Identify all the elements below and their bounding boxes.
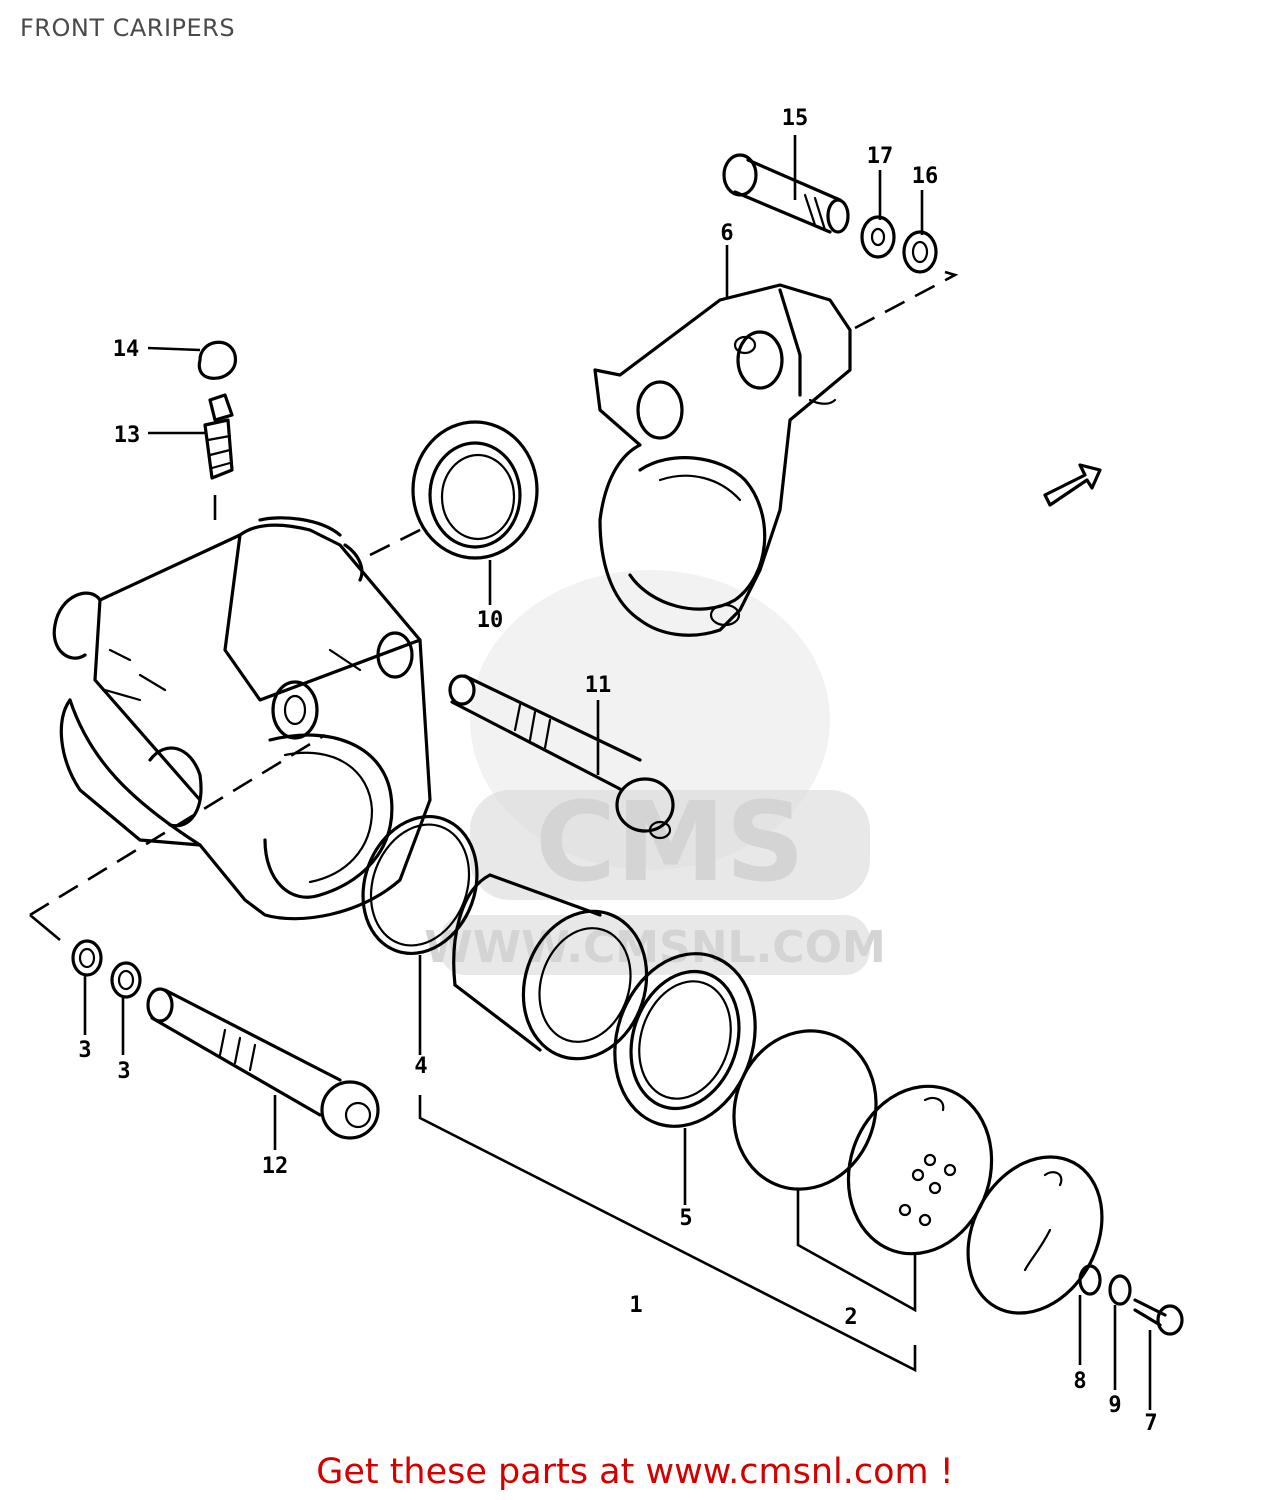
brake-pad	[846, 1084, 994, 1256]
front-direction-arrow-icon	[1043, 463, 1102, 507]
callout-2: 2	[844, 1305, 857, 1330]
callout-3a: 3	[78, 1038, 91, 1063]
slide-pin-11	[448, 674, 675, 840]
screw-7	[1133, 1298, 1184, 1336]
slide-pin-12	[146, 987, 380, 1140]
pad-cover	[966, 1155, 1104, 1315]
watermark-url-text: WWW.CMSNL.COM	[424, 922, 886, 973]
dust-seal-5	[613, 952, 757, 1128]
leader-lines	[83, 135, 1152, 1410]
watermark-logo-text: CMS	[535, 778, 804, 906]
piston	[452, 873, 649, 1061]
callout-7: 7	[1144, 1411, 1157, 1436]
piston-seal-10	[411, 420, 539, 560]
washer-8	[1078, 1264, 1102, 1296]
washer-9	[1108, 1274, 1132, 1306]
callout-4: 4	[414, 1054, 427, 1079]
callout-8: 8	[1073, 1369, 1086, 1394]
callout-16: 16	[912, 164, 939, 189]
bleeder-valve	[197, 340, 237, 480]
parts-shop-link[interactable]: Get these parts at www.cmsnl.com !	[316, 1452, 954, 1492]
caliper-bracket	[593, 283, 852, 637]
callout-13: 13	[114, 423, 141, 448]
washer-3b	[110, 961, 142, 999]
callout-17: 17	[867, 144, 894, 169]
bolt-15-assembly	[722, 153, 938, 274]
callout-10: 10	[477, 608, 504, 633]
callout-12: 12	[262, 1154, 289, 1179]
caliper-body	[52, 516, 432, 921]
callout-1: 1	[629, 1293, 642, 1318]
callout-6: 6	[720, 221, 733, 246]
washer-3a	[71, 939, 103, 977]
assembly-guides	[29, 270, 959, 941]
o-ring-4	[361, 814, 479, 956]
cms-watermark: CMS WWW.CMSNL.COM	[424, 570, 886, 975]
page-title: FRONT CARIPERS	[20, 14, 236, 42]
callout-15: 15	[782, 106, 809, 131]
callout-11: 11	[585, 673, 612, 698]
callout-9: 9	[1108, 1393, 1121, 1418]
callout-14: 14	[113, 337, 140, 362]
callout-5: 5	[679, 1206, 692, 1231]
brake-pad-shim	[732, 1029, 878, 1191]
callout-labels: 1 2 3 3 4 5 6 7 8 9 10 11 12 13 14 15 16…	[78, 106, 1157, 1436]
callout-3b: 3	[117, 1059, 130, 1084]
